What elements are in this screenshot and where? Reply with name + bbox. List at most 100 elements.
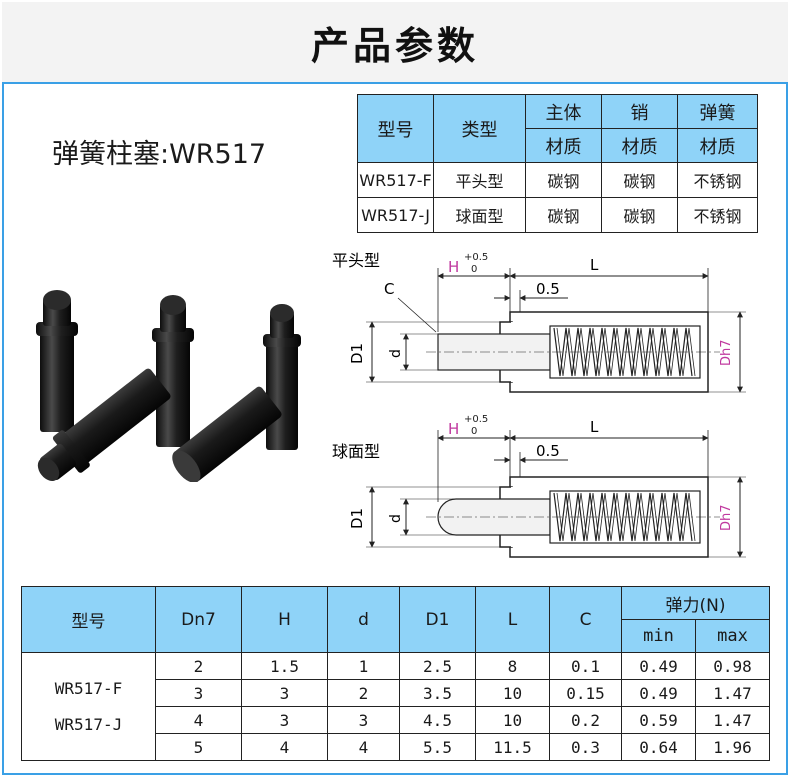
table-row: WR517-F WR517-J 2 1.5 1 2.5 8 0.1 0.49 0… bbox=[21, 652, 771, 761]
spec-cell-dn7: 4 bbox=[155, 706, 242, 734]
spec-header-d: d bbox=[327, 586, 400, 653]
product-name: 弹簧柱塞:WR517 bbox=[52, 139, 267, 170]
material-table: 型号 类型 主体 销 弹簧 材质 材质 材质 WR517-F 平头型 碳钢 碳钢… bbox=[357, 94, 758, 233]
flat-c-label: C bbox=[384, 280, 394, 298]
table-row: 3 3 2 3.5 10 0.15 0.49 1.47 bbox=[22, 679, 771, 707]
spec-header-max: max bbox=[694, 619, 771, 653]
technical-diagram: 平头型 H +0.5 0 L 0.5 C D1 bbox=[332, 251, 746, 558]
spec-cell-l: 10 bbox=[475, 706, 550, 734]
plunger-lying-1 bbox=[37, 368, 171, 482]
table-row: 4 3 3 4.5 10 0.2 0.59 1.47 bbox=[22, 706, 771, 734]
ball-d-label: d bbox=[388, 514, 404, 523]
spec-cell-c: 0.3 bbox=[549, 733, 622, 761]
flat-tol-zero: 0 bbox=[471, 264, 477, 275]
spec-cell-d: 1 bbox=[327, 652, 400, 680]
spec-cell-dn7: 3 bbox=[155, 679, 242, 707]
mat-cell-spring: 不锈钢 bbox=[677, 162, 758, 198]
product-photo bbox=[36, 290, 301, 482]
spec-cell-c: 0.15 bbox=[549, 679, 622, 707]
spec-cell-l: 8 bbox=[475, 652, 550, 680]
mat-header-spring: 弹簧 bbox=[677, 94, 758, 129]
mat-cell-spring: 不锈钢 bbox=[677, 197, 758, 233]
flat-gap-label: 0.5 bbox=[536, 280, 560, 298]
page-title: 产品参数 bbox=[310, 23, 479, 68]
plunger-lying-2 bbox=[172, 386, 282, 482]
spec-cell-l: 10 bbox=[475, 679, 550, 707]
flat-l-label: L bbox=[590, 256, 599, 274]
spec-cell-d1: 2.5 bbox=[399, 652, 476, 680]
spec-cell-max: 1.96 bbox=[694, 733, 771, 761]
flat-h-label: H bbox=[448, 258, 459, 276]
spec-cell-max: 1.47 bbox=[694, 679, 771, 707]
spec-cell-h: 4 bbox=[241, 733, 328, 761]
spec-cell-d1: 3.5 bbox=[399, 679, 476, 707]
spec-model-cell: WR517-F WR517-J bbox=[21, 652, 156, 761]
ball-h-label: H bbox=[448, 420, 459, 438]
spec-cell-min: 0.49 bbox=[621, 652, 696, 680]
mat-cell-type: 球面型 bbox=[433, 197, 526, 233]
ball-gap-label: 0.5 bbox=[536, 442, 560, 460]
spec-cell-d1: 4.5 bbox=[399, 706, 476, 734]
ball-dh7-label: Dh7 bbox=[719, 504, 734, 531]
spec-header-d1: D1 bbox=[399, 586, 476, 653]
mat-header-type: 类型 bbox=[433, 94, 526, 163]
plunger-upright-2 bbox=[152, 295, 194, 447]
mat-header-body: 主体 bbox=[525, 94, 602, 129]
ball-type-label: 球面型 bbox=[332, 442, 380, 461]
spec-cell-dn7: 5 bbox=[155, 733, 242, 761]
spec-table: 型号 Dn7 H d D1 L C 弹力(N) min max WR517-F … bbox=[21, 586, 771, 761]
spec-header-model: 型号 bbox=[21, 586, 156, 653]
mat-cell-pin: 碳钢 bbox=[601, 197, 678, 233]
spec-cell-d: 3 bbox=[327, 706, 400, 734]
flat-tol-plus: +0.5 bbox=[464, 252, 488, 263]
mat-header-material: 材质 bbox=[525, 128, 602, 163]
mat-cell-body: 碳钢 bbox=[525, 162, 602, 198]
table-row: WR517-F 平头型 碳钢 碳钢 不锈钢 bbox=[357, 162, 758, 198]
mat-cell-body: 碳钢 bbox=[525, 197, 602, 233]
ball-l-label: L bbox=[590, 418, 599, 436]
spec-cell-min: 0.49 bbox=[621, 679, 696, 707]
spec-header-dn7: Dn7 bbox=[155, 586, 242, 653]
spec-cell-min: 0.59 bbox=[621, 706, 696, 734]
spec-header-h: H bbox=[241, 586, 328, 653]
spec-header-l: L bbox=[475, 586, 550, 653]
spec-cell-max: 0.98 bbox=[694, 652, 771, 680]
spec-header-c: C bbox=[549, 586, 622, 653]
mat-cell-model: WR517-F bbox=[357, 162, 434, 198]
mat-header-pin: 销 bbox=[601, 94, 678, 129]
flat-type-diagram: 平头型 H +0.5 0 L 0.5 C D1 bbox=[332, 251, 746, 393]
spec-cell-l: 11.5 bbox=[475, 733, 550, 761]
spec-cell-d: 4 bbox=[327, 733, 400, 761]
ball-tol-plus: +0.5 bbox=[464, 414, 488, 425]
spec-header-force: 弹力(N) bbox=[620, 586, 771, 620]
mat-cell-pin: 碳钢 bbox=[601, 162, 678, 198]
spec-cell-dn7: 2 bbox=[155, 652, 242, 680]
spec-cell-d1: 5.5 bbox=[399, 733, 476, 761]
table-row: WR517-J 球面型 碳钢 碳钢 不锈钢 bbox=[357, 197, 758, 233]
spec-cell-max: 1.47 bbox=[694, 706, 771, 734]
spec-model-f: WR517-F bbox=[54, 678, 123, 698]
spec-cell-c: 0.1 bbox=[549, 652, 622, 680]
spec-cell-h: 3 bbox=[241, 679, 328, 707]
plunger-upright-3 bbox=[263, 304, 301, 450]
mat-cell-type: 平头型 bbox=[433, 162, 526, 198]
plunger-upright-1 bbox=[36, 290, 78, 432]
ball-type-diagram: 球面型 H +0.5 0 L 0.5 D1 d bbox=[332, 414, 746, 558]
table-row: 5 4 4 5.5 11.5 0.3 0.64 1.96 bbox=[22, 733, 771, 761]
spec-header-min: min bbox=[621, 619, 696, 653]
spec-model-j: WR517-J bbox=[54, 714, 123, 734]
ball-d1-label: D1 bbox=[348, 508, 366, 529]
spec-cell-c: 0.2 bbox=[549, 706, 622, 734]
mat-cell-model: WR517-J bbox=[357, 197, 434, 233]
mat-header-model: 型号 bbox=[357, 94, 434, 163]
flat-d-label: d bbox=[388, 349, 404, 358]
flat-type-label: 平头型 bbox=[332, 251, 380, 270]
spec-cell-h: 3 bbox=[241, 706, 328, 734]
spec-cell-d: 2 bbox=[327, 679, 400, 707]
title-bar: 产品参数 bbox=[2, 2, 788, 84]
flat-dh7-label: Dh7 bbox=[719, 339, 734, 366]
mat-header-material: 材质 bbox=[677, 128, 758, 163]
ball-tol-zero: 0 bbox=[471, 426, 477, 437]
spec-cell-min: 0.64 bbox=[621, 733, 696, 761]
flat-d1-label: D1 bbox=[348, 343, 366, 364]
